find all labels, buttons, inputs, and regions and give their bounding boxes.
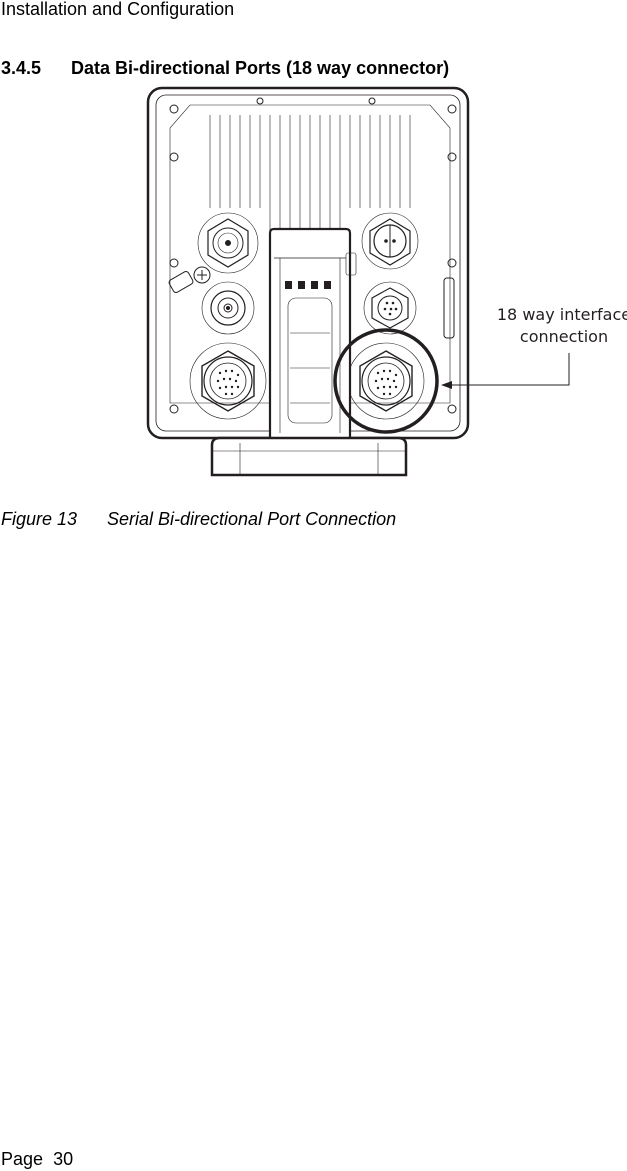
page-footer: Page 30: [1, 1148, 73, 1170]
figure: [140, 83, 627, 483]
callout-line-2: connection: [519, 327, 609, 346]
callout-label: 18 way interface connection: [494, 304, 627, 348]
running-header-title: Installation and Configuration: [1, 0, 235, 19]
section-number: 3.4.5: [1, 58, 42, 78]
figure-caption: Figure 13 Serial Bi-directional Port Conn…: [1, 508, 396, 530]
figure-number: Figure 13: [1, 509, 78, 529]
unit-rear-panel-illustration: [146, 86, 570, 477]
callout-line-1: 18 way interface: [496, 305, 627, 324]
section-heading: 3.4.5 Data Bi-directional Ports (18 way c…: [1, 57, 449, 79]
page-label: Page: [1, 1149, 44, 1169]
running-header: Installation and Configuration: [1, 0, 234, 20]
figure-caption-text: Serial Bi-directional Port Connection: [107, 509, 397, 529]
section-title: Data Bi-directional Ports (18 way connec…: [71, 58, 450, 78]
callout-leader: [445, 353, 570, 386]
highlight-ring: [333, 328, 439, 434]
callout-arrowhead: [441, 381, 452, 389]
page-number: 30: [53, 1149, 74, 1169]
